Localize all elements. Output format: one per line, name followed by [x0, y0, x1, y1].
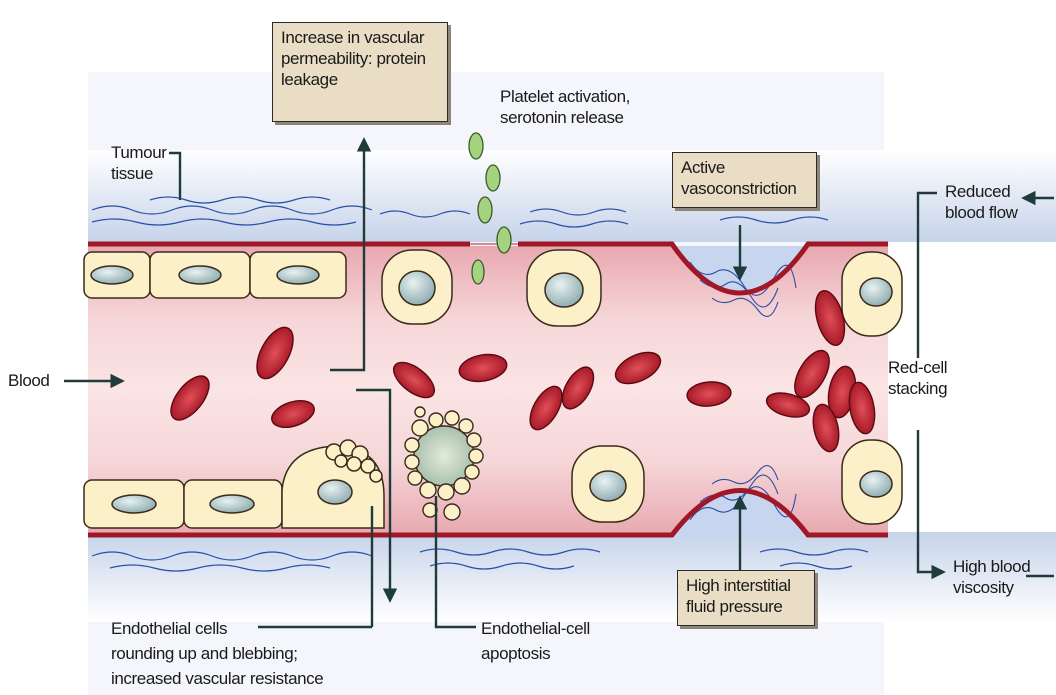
- vasoconstriction-line-2: vasoconstriction: [681, 178, 808, 199]
- viscosity-line-1: High blood: [953, 556, 1030, 577]
- endothelial-cells-label: Endothelial cells rounding up and blebbi…: [111, 616, 323, 691]
- platelet-line-2: serotonin release: [500, 107, 630, 128]
- vasoconstriction-box: Active vasoconstriction: [672, 152, 817, 208]
- red-cell-line-2: stacking: [888, 378, 947, 399]
- tumour-tissue-label: Tumour tissue: [111, 142, 167, 184]
- permeability-line-2: permeability: protein: [281, 48, 439, 69]
- permeability-line-1: Increase in vascular: [281, 27, 439, 48]
- apoptosis-line-1: Endothelial-cell: [481, 616, 590, 641]
- endothelial-apoptosis-label: Endothelial-cell apoptosis: [481, 616, 590, 666]
- high-blood-viscosity-label: High blood viscosity: [953, 556, 1030, 598]
- platelet-line-1: Platelet activation,: [500, 86, 630, 107]
- endothelial-cells-bottom: [84, 480, 282, 528]
- reduced-flow-line-2: blood flow: [945, 202, 1018, 223]
- permeability-box: Increase in vascular permeability: prote…: [272, 22, 448, 122]
- reduced-blood-flow-label: Reduced blood flow: [945, 181, 1018, 223]
- apoptosis-line-2: apoptosis: [481, 641, 590, 666]
- interstitial-box: High interstitial fluid pressure: [677, 570, 815, 626]
- platelet-label: Platelet activation, serotonin release: [500, 86, 630, 128]
- vasoconstriction-line-1: Active: [681, 157, 808, 178]
- tumour-line-2: tissue: [111, 163, 167, 184]
- endothelial-line-1: Endothelial cells: [111, 616, 323, 641]
- reduced-flow-line-1: Reduced: [945, 181, 1018, 202]
- endothelial-cells-top: [84, 252, 346, 298]
- endothelial-line-3: increased vascular resistance: [111, 666, 323, 691]
- interstitial-line-1: High interstitial: [686, 575, 806, 596]
- viscosity-line-2: viscosity: [953, 577, 1030, 598]
- endothelial-line-2: rounding up and blebbing;: [111, 641, 323, 666]
- permeability-line-3: leakage: [281, 69, 439, 90]
- tumour-tissue-bottom: [88, 532, 1056, 622]
- blood-label: Blood: [8, 370, 49, 391]
- tumour-line-1: Tumour: [111, 142, 167, 163]
- red-cell-line-1: Red-cell: [888, 357, 947, 378]
- tumour-tissue-top: [88, 150, 1056, 242]
- red-cell-stacking-label: Red-cell stacking: [888, 357, 947, 399]
- interstitial-line-2: fluid pressure: [686, 596, 806, 617]
